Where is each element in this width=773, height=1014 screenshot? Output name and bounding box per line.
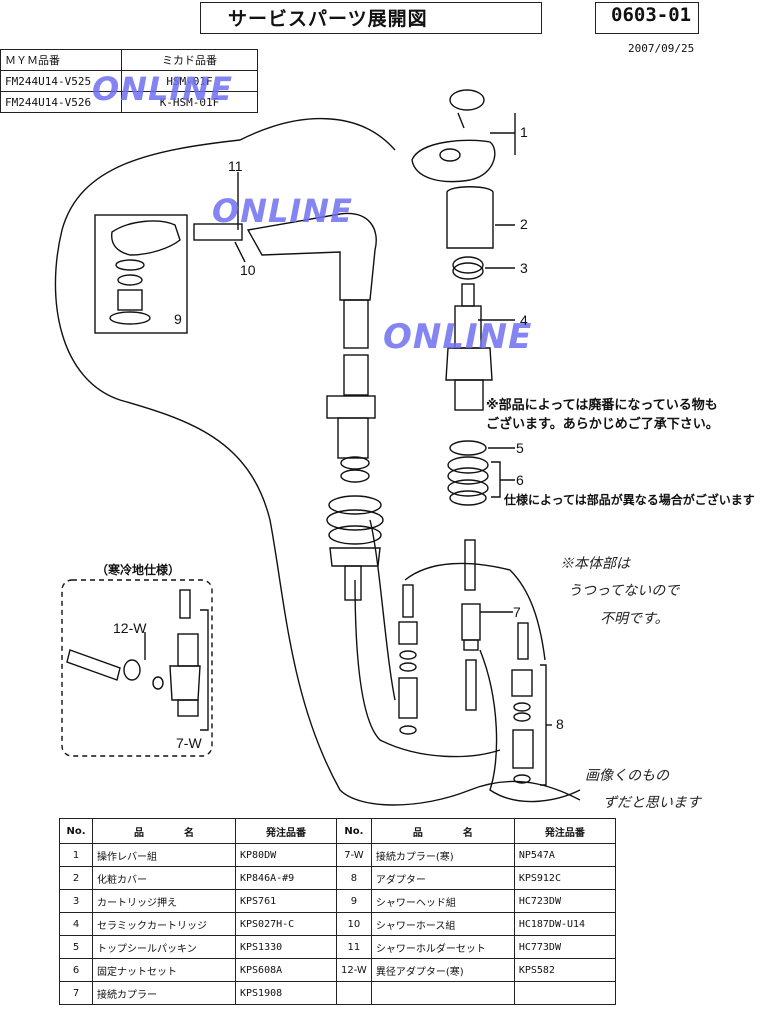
parts-table: No. 品 名 発注品番 No. 品 名 発注品番 1 操作レバー組 KP80D… <box>59 818 616 1005</box>
cell-code: KPS1330 <box>235 935 337 959</box>
table-row: 7 接続カプラー KPS1908 <box>59 981 616 1005</box>
cell-code: KPS608A <box>235 958 337 982</box>
watermark-2: ONLINE <box>212 192 353 230</box>
cell-code: KP80DW <box>235 843 337 867</box>
header-name-left: 品 名 <box>92 818 236 844</box>
doc-number: 0603-01 <box>611 4 692 26</box>
note-discontinued-2: ございます。あらかじめご了承下さい。 <box>486 417 719 432</box>
cell-no: 7 <box>59 981 93 1005</box>
header-no-left: No. <box>59 818 93 844</box>
watermark-1: ONLINE <box>92 70 233 108</box>
cell-code: KPS912C <box>513 866 616 890</box>
table-row: 1 操作レバー組 KP80DW 7-W 接続カプラー(寒) NP547A <box>59 843 616 867</box>
cell-name: セラミックカートリッジ <box>92 912 236 936</box>
cell-code: HC187DW-U14 <box>513 912 616 936</box>
cell-name: 異径アダプター(寒) <box>370 958 515 982</box>
callout-9: 9 <box>174 311 182 327</box>
issue-date: 2007/09/25 <box>628 42 695 55</box>
callout-7w: 7-W <box>176 735 202 751</box>
cell-name: 操作レバー組 <box>92 843 236 867</box>
table-row: 6 固定ナットセット KPS608A 12-W 異径アダプター(寒) KPS58… <box>59 958 616 982</box>
cell-no: 7-W <box>336 843 372 867</box>
cell-no: 5 <box>59 935 93 959</box>
cell-no: 1 <box>59 843 93 867</box>
hand-drawn-loop <box>54 118 581 806</box>
callout-11: 11 <box>228 158 243 174</box>
callout-10: 10 <box>240 262 256 278</box>
cell-name: 化粧カバー <box>92 866 236 890</box>
callout-2: 2 <box>520 216 528 232</box>
cold-region-label: （寒冷地仕様） <box>96 563 181 577</box>
cell-no: 4 <box>59 912 93 936</box>
header-code-left: 発注品番 <box>235 818 337 844</box>
header-no-right: No. <box>336 818 372 844</box>
cell-name: アダプター <box>370 866 515 890</box>
cell-code: KPS027H-C <box>235 912 337 936</box>
model-row-2-mikado: K-HSM-01F <box>121 91 258 113</box>
cell-code: NP547A <box>513 843 616 867</box>
callout-3: 3 <box>520 260 528 276</box>
handwritten-note-4: 画像くのもの <box>585 768 669 784</box>
callout-8: 8 <box>556 716 564 732</box>
handwritten-note-5: ずだと思います <box>603 795 701 811</box>
cell-code: KP846A-#9 <box>235 866 337 890</box>
model-table: ＭＹＭ品番 ミカド品番 FM244U14-V525 HSM-01F FM244U… <box>0 49 258 113</box>
cell-name: 接続カプラー(寒) <box>370 843 515 867</box>
cell-code: HC773DW <box>513 935 616 959</box>
cell-no: 12-W <box>336 958 372 982</box>
cell-no: 6 <box>59 958 93 982</box>
cell-name <box>370 981 515 1005</box>
header-name-right: 品 名 <box>370 818 515 844</box>
callout-6: 6 <box>516 472 524 488</box>
handwritten-note-2: うつってないので <box>568 583 680 599</box>
cell-no: 3 <box>59 889 93 913</box>
table-row: 5 トップシールパッキン KPS1330 11 シャワーホルダーセット HC77… <box>59 935 616 959</box>
note-spec-differs: 仕様によっては部品が異なる場合がございます <box>504 493 755 507</box>
cell-no: 8 <box>336 866 372 890</box>
handwritten-note-3: 不明です。 <box>600 611 669 627</box>
callout-1: 1 <box>520 124 528 140</box>
cell-name: カートリッジ押え <box>92 889 236 913</box>
callout-4: 4 <box>520 312 528 328</box>
cell-code <box>513 981 616 1005</box>
cell-name: シャワーホルダーセット <box>370 935 515 959</box>
cell-name: 接続カプラー <box>92 981 236 1005</box>
cell-name: 固定ナットセット <box>92 958 236 982</box>
table-row: 4 セラミックカートリッジ KPS027H-C 10 シャワーホース組 HC18… <box>59 912 616 936</box>
model-row-2-mym: FM244U14-V526 <box>0 91 122 113</box>
cell-no: 11 <box>336 935 372 959</box>
title-frame <box>200 2 542 34</box>
callout-5: 5 <box>516 440 524 456</box>
note-discontinued-1: ※部品によっては廃番になっている物も <box>486 398 718 413</box>
cell-code: HC723DW <box>513 889 616 913</box>
callout-7: 7 <box>513 604 521 620</box>
page-title: サービスパーツ展開図 <box>228 8 428 30</box>
cell-name: シャワーヘッド組 <box>370 889 515 913</box>
cell-no: 2 <box>59 866 93 890</box>
cell-no <box>336 981 372 1005</box>
parts-table-header: No. 品 名 発注品番 No. 品 名 発注品番 <box>59 818 616 844</box>
cell-name: トップシールパッキン <box>92 935 236 959</box>
cell-code: KPS582 <box>513 958 616 982</box>
watermark-3: ONLINE <box>383 317 533 357</box>
cell-no: 10 <box>336 912 372 936</box>
model-row-1-mikado: HSM-01F <box>121 70 258 92</box>
cell-code: KPS761 <box>235 889 337 913</box>
header-code-right: 発注品番 <box>513 818 616 844</box>
cell-no: 9 <box>336 889 372 913</box>
table-row: 2 化粧カバー KP846A-#9 8 アダプター KPS912C <box>59 866 616 890</box>
cell-code: KPS1908 <box>235 981 337 1005</box>
doc-number-frame <box>595 2 699 34</box>
cell-name: シャワーホース組 <box>370 912 515 936</box>
callout-12w: 12-W <box>113 620 147 636</box>
handwritten-note-1: ※本体部は <box>560 556 630 572</box>
table-row: 3 カートリッジ押え KPS761 9 シャワーヘッド組 HC723DW <box>59 889 616 913</box>
